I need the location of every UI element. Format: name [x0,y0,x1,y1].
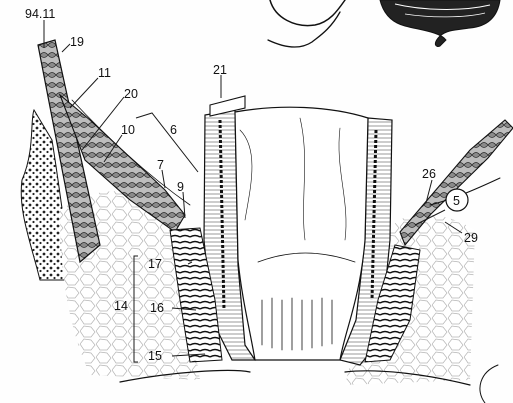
label-16: 16 [150,301,164,315]
label-26: 26 [422,167,436,181]
page-ref-label: 94.11 [25,7,55,21]
label-29: 29 [464,231,478,245]
label-17: 17 [148,257,162,271]
gluteal-outline [480,365,498,403]
label-19: 19 [70,35,84,49]
label-5: 5 [453,194,460,208]
label-20: 20 [124,87,138,101]
label-10: 10 [121,123,135,137]
label-11: 11 [98,66,111,80]
label-6: 6 [170,123,177,137]
label-9: 9 [177,180,184,194]
label-7: 7 [157,158,164,172]
rectal-wall [204,96,392,365]
label-14: 14 [114,299,128,313]
upper-figure-remnant [268,0,500,47]
label-15: 15 [148,349,162,363]
label-21: 21 [213,63,227,77]
